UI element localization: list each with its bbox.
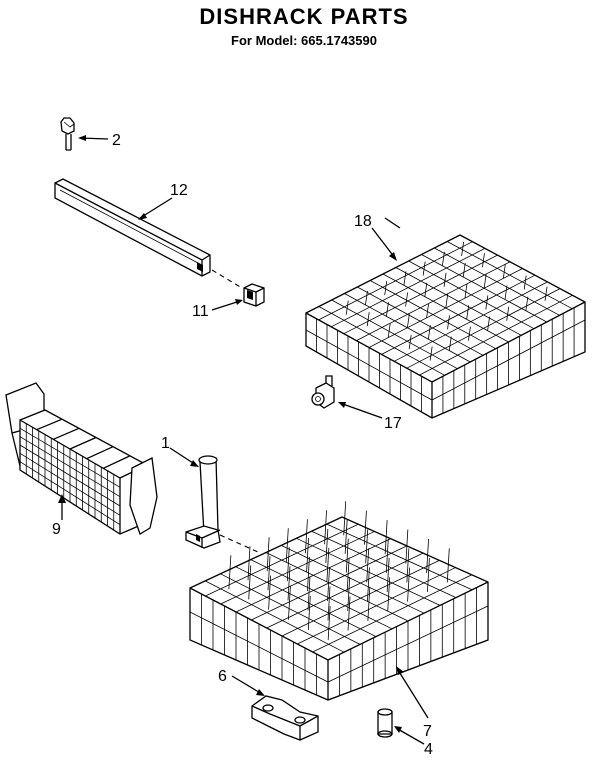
callout-1: 1 xyxy=(161,435,170,452)
part-17-rack-roller-assembly xyxy=(311,375,383,419)
part-4-roller xyxy=(377,708,425,745)
callout-17: 17 xyxy=(384,415,402,432)
page-title: DISHRACK PARTS xyxy=(199,4,409,29)
callout-6: 6 xyxy=(218,668,227,685)
leader-6 xyxy=(231,675,263,695)
leader-17 xyxy=(339,402,383,419)
callout-18: 18 xyxy=(354,213,372,230)
leader-11 xyxy=(211,300,241,311)
callout-12: 12 xyxy=(170,182,188,199)
leader-7 xyxy=(397,669,429,719)
callout-7: 7 xyxy=(423,723,432,740)
model-subtitle: For Model: 665.1743590 xyxy=(231,33,377,48)
part-12-rack-track xyxy=(54,178,243,289)
callout-11: 11 xyxy=(192,303,209,320)
part-9-silverware-basket xyxy=(5,382,158,535)
part-7-lower-dishrack xyxy=(189,501,489,719)
callout-2: 2 xyxy=(112,132,121,149)
part-6-rack-bracket xyxy=(231,675,319,741)
part-1-rack-support-post xyxy=(169,447,259,553)
upper-rack-wires xyxy=(316,241,575,414)
lower-rack-wires xyxy=(201,501,477,696)
leader-12 xyxy=(139,197,173,219)
callout-4: 4 xyxy=(424,741,433,758)
leader-18 xyxy=(371,227,396,259)
part-2-track-stop-clip xyxy=(60,117,109,151)
part-18-upper-dishrack xyxy=(305,217,586,419)
leader-1 xyxy=(169,447,197,466)
part-11-track-end-cap xyxy=(211,283,265,311)
leader-4 xyxy=(395,727,425,745)
callout-9: 9 xyxy=(52,521,61,538)
basket-mesh xyxy=(19,418,131,530)
